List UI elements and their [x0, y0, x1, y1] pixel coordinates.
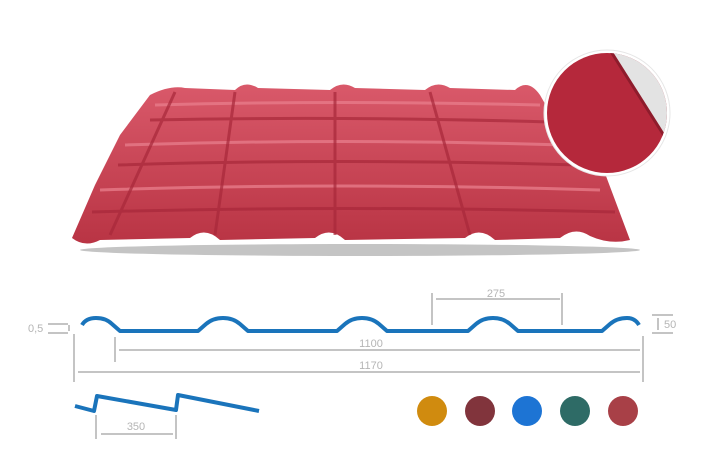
profile-cross-section [80, 316, 641, 333]
useful-width-label: 1100 [359, 338, 383, 350]
dimension-thickness: 0,5 [28, 323, 70, 335]
step-profile [74, 393, 260, 413]
thickness-label: 0,5 [28, 323, 43, 335]
dimension-total-width: 1170 [73, 334, 644, 382]
color-swatch-yellow[interactable] [417, 396, 447, 426]
wave-pitch-label: 275 [487, 288, 505, 300]
color-swatches [417, 396, 638, 426]
height-label: 50 [664, 319, 676, 331]
dimension-step: 350 [95, 415, 177, 439]
color-swatch-red[interactable] [608, 396, 638, 426]
dimension-wave-pitch: 275 [431, 288, 563, 325]
step-label: 350 [127, 421, 145, 433]
color-swatch-green[interactable] [560, 396, 590, 426]
total-width-label: 1170 [359, 360, 383, 372]
color-swatch-wine-red[interactable] [465, 396, 495, 426]
color-swatch-blue[interactable] [512, 396, 542, 426]
roof-sheet-image [72, 84, 640, 256]
dimension-height: 50 [652, 314, 676, 334]
texture-magnifier [543, 49, 671, 177]
dimension-useful-width: 1100 [114, 337, 640, 362]
